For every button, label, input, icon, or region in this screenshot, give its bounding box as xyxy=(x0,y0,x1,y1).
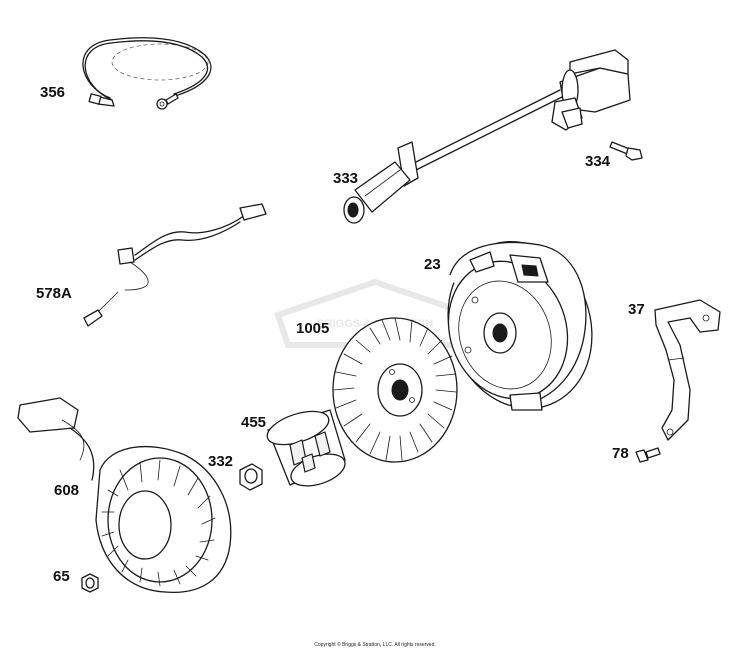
part-label-333: 333 xyxy=(333,170,358,187)
copyright-text: Copyright © Briggs & Stratton, LLC. All … xyxy=(314,641,436,648)
ground-wire-356[interactable] xyxy=(82,37,212,110)
part-label-23: 23 xyxy=(424,256,441,273)
part-label-65: 65 xyxy=(53,568,70,585)
fan-1005[interactable] xyxy=(332,317,458,463)
part-label-455: 455 xyxy=(241,414,266,431)
part-label-1005: 1005 xyxy=(296,320,329,337)
flywheel-23[interactable] xyxy=(425,221,615,429)
part-label-332: 332 xyxy=(208,453,233,470)
part-label-356: 356 xyxy=(40,84,65,101)
nut-65[interactable] xyxy=(81,573,99,593)
rewind-starter-608[interactable] xyxy=(17,397,232,594)
part-label-37: 37 xyxy=(628,301,645,318)
screw-334[interactable] xyxy=(609,141,643,161)
starter-cup-455[interactable] xyxy=(263,405,349,492)
part-label-78: 78 xyxy=(612,445,629,462)
bracket-37[interactable] xyxy=(654,299,721,441)
nut-332[interactable] xyxy=(239,463,263,491)
part-label-334: 334 xyxy=(585,153,611,170)
part-label-578a: 578A xyxy=(36,285,72,302)
wire-harness-578a[interactable] xyxy=(83,203,267,327)
part-label-608: 608 xyxy=(54,482,79,499)
screw-78[interactable] xyxy=(635,447,661,463)
ignition-coil-333[interactable] xyxy=(343,49,631,224)
